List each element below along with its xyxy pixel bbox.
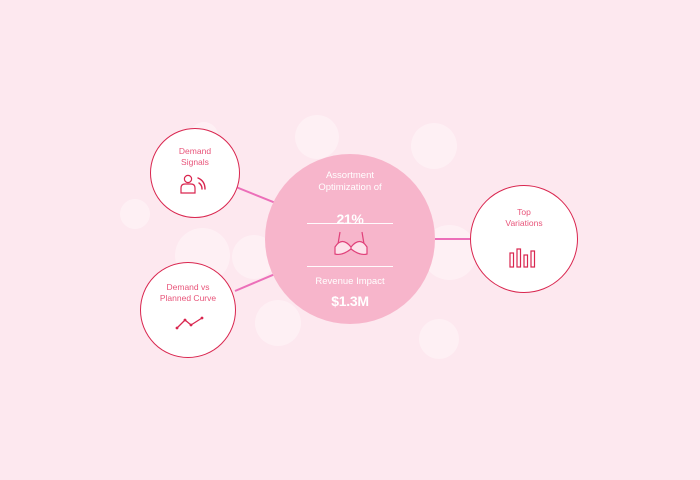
node-label: Top Variations (489, 207, 559, 229)
node-demand-signals[interactable]: Demand Signals (150, 128, 240, 218)
background-bubble (255, 300, 301, 346)
node-demand-curve[interactable]: Demand vs Planned Curve (140, 262, 236, 358)
node-label-line: Signals (181, 157, 209, 167)
revenue-impact-value: $1.3M (331, 293, 369, 309)
node-label: Demand Signals (160, 146, 230, 168)
node-label-line: Demand (178, 146, 212, 156)
node-label-line: Planned Curve (159, 293, 217, 303)
center-title-line: Optimization of (318, 182, 382, 193)
revenue-impact-label: Revenue Impact (315, 276, 385, 287)
background-bubble (419, 319, 459, 359)
center-title-line: Assortment (325, 170, 375, 181)
background-bubble (120, 199, 150, 229)
divider (307, 266, 393, 267)
node-label: Demand vs Planned Curve (148, 282, 228, 304)
connector-top-variations (435, 238, 470, 240)
divider (307, 223, 393, 224)
node-label-line: Demand vs (166, 282, 210, 292)
person-signal-icon (180, 174, 206, 194)
node-top-variations[interactable]: Top Variations (470, 185, 578, 293)
line-trend-icon (175, 316, 204, 330)
node-label-line: Variations (505, 218, 543, 228)
center-title: Assortment Optimization of (318, 170, 381, 194)
optimization-value: 21% (336, 211, 364, 227)
center-summary-circle: Assortment Optimization of 21% Revenue I… (265, 154, 435, 324)
background-bubble (411, 123, 457, 169)
bra-icon (334, 231, 368, 256)
node-label-line: Top (517, 207, 531, 217)
bar-chart-icon (509, 248, 536, 268)
background-bubble (295, 115, 339, 159)
